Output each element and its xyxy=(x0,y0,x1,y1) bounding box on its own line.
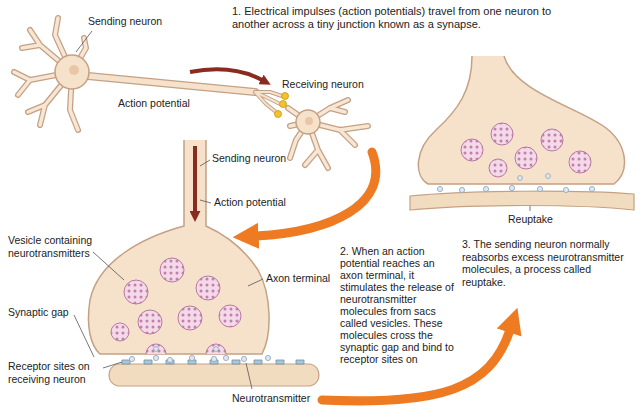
step-text: 2. When an action potential reaches an a… xyxy=(340,245,458,365)
receiving-surface xyxy=(410,191,634,210)
part-label: Receiving neuron xyxy=(282,78,364,91)
step-text: 3. The sending neuron normally reabsorbs… xyxy=(462,238,634,288)
step-text: 1. Electrical impulses (action potential… xyxy=(232,5,562,31)
vesicles xyxy=(111,258,241,354)
part-label: Vesicle containing neurotransmitters xyxy=(8,234,100,259)
vesicles xyxy=(461,123,591,177)
part-label: Neurotransmitter xyxy=(232,392,310,405)
synapse-knobs xyxy=(275,93,289,118)
part-label: Action potential xyxy=(214,196,286,209)
neurotransmitter-molecules xyxy=(437,174,594,193)
action-potential-arrow xyxy=(190,69,262,80)
part-label: Synaptic gap xyxy=(8,306,69,319)
axon-terminal xyxy=(418,56,624,184)
part-label: Axon terminal xyxy=(266,272,330,285)
leader-line xyxy=(76,31,92,52)
part-label: Sending neuron xyxy=(212,152,286,165)
part-label: Reuptake xyxy=(508,213,553,226)
neurotransmitter-molecules xyxy=(129,347,270,363)
part-label: Action potential xyxy=(118,97,190,110)
axon-terminal xyxy=(88,140,269,354)
part-label: Receptor sites on receiving neuron xyxy=(8,360,102,385)
receiving-surface xyxy=(109,364,319,386)
receiving-neuron xyxy=(288,100,368,168)
part-label: Sending neuron xyxy=(88,15,162,28)
flow-arrow xyxy=(256,152,376,236)
action-potential-arrow xyxy=(193,146,197,212)
sending-neuron xyxy=(14,18,282,130)
